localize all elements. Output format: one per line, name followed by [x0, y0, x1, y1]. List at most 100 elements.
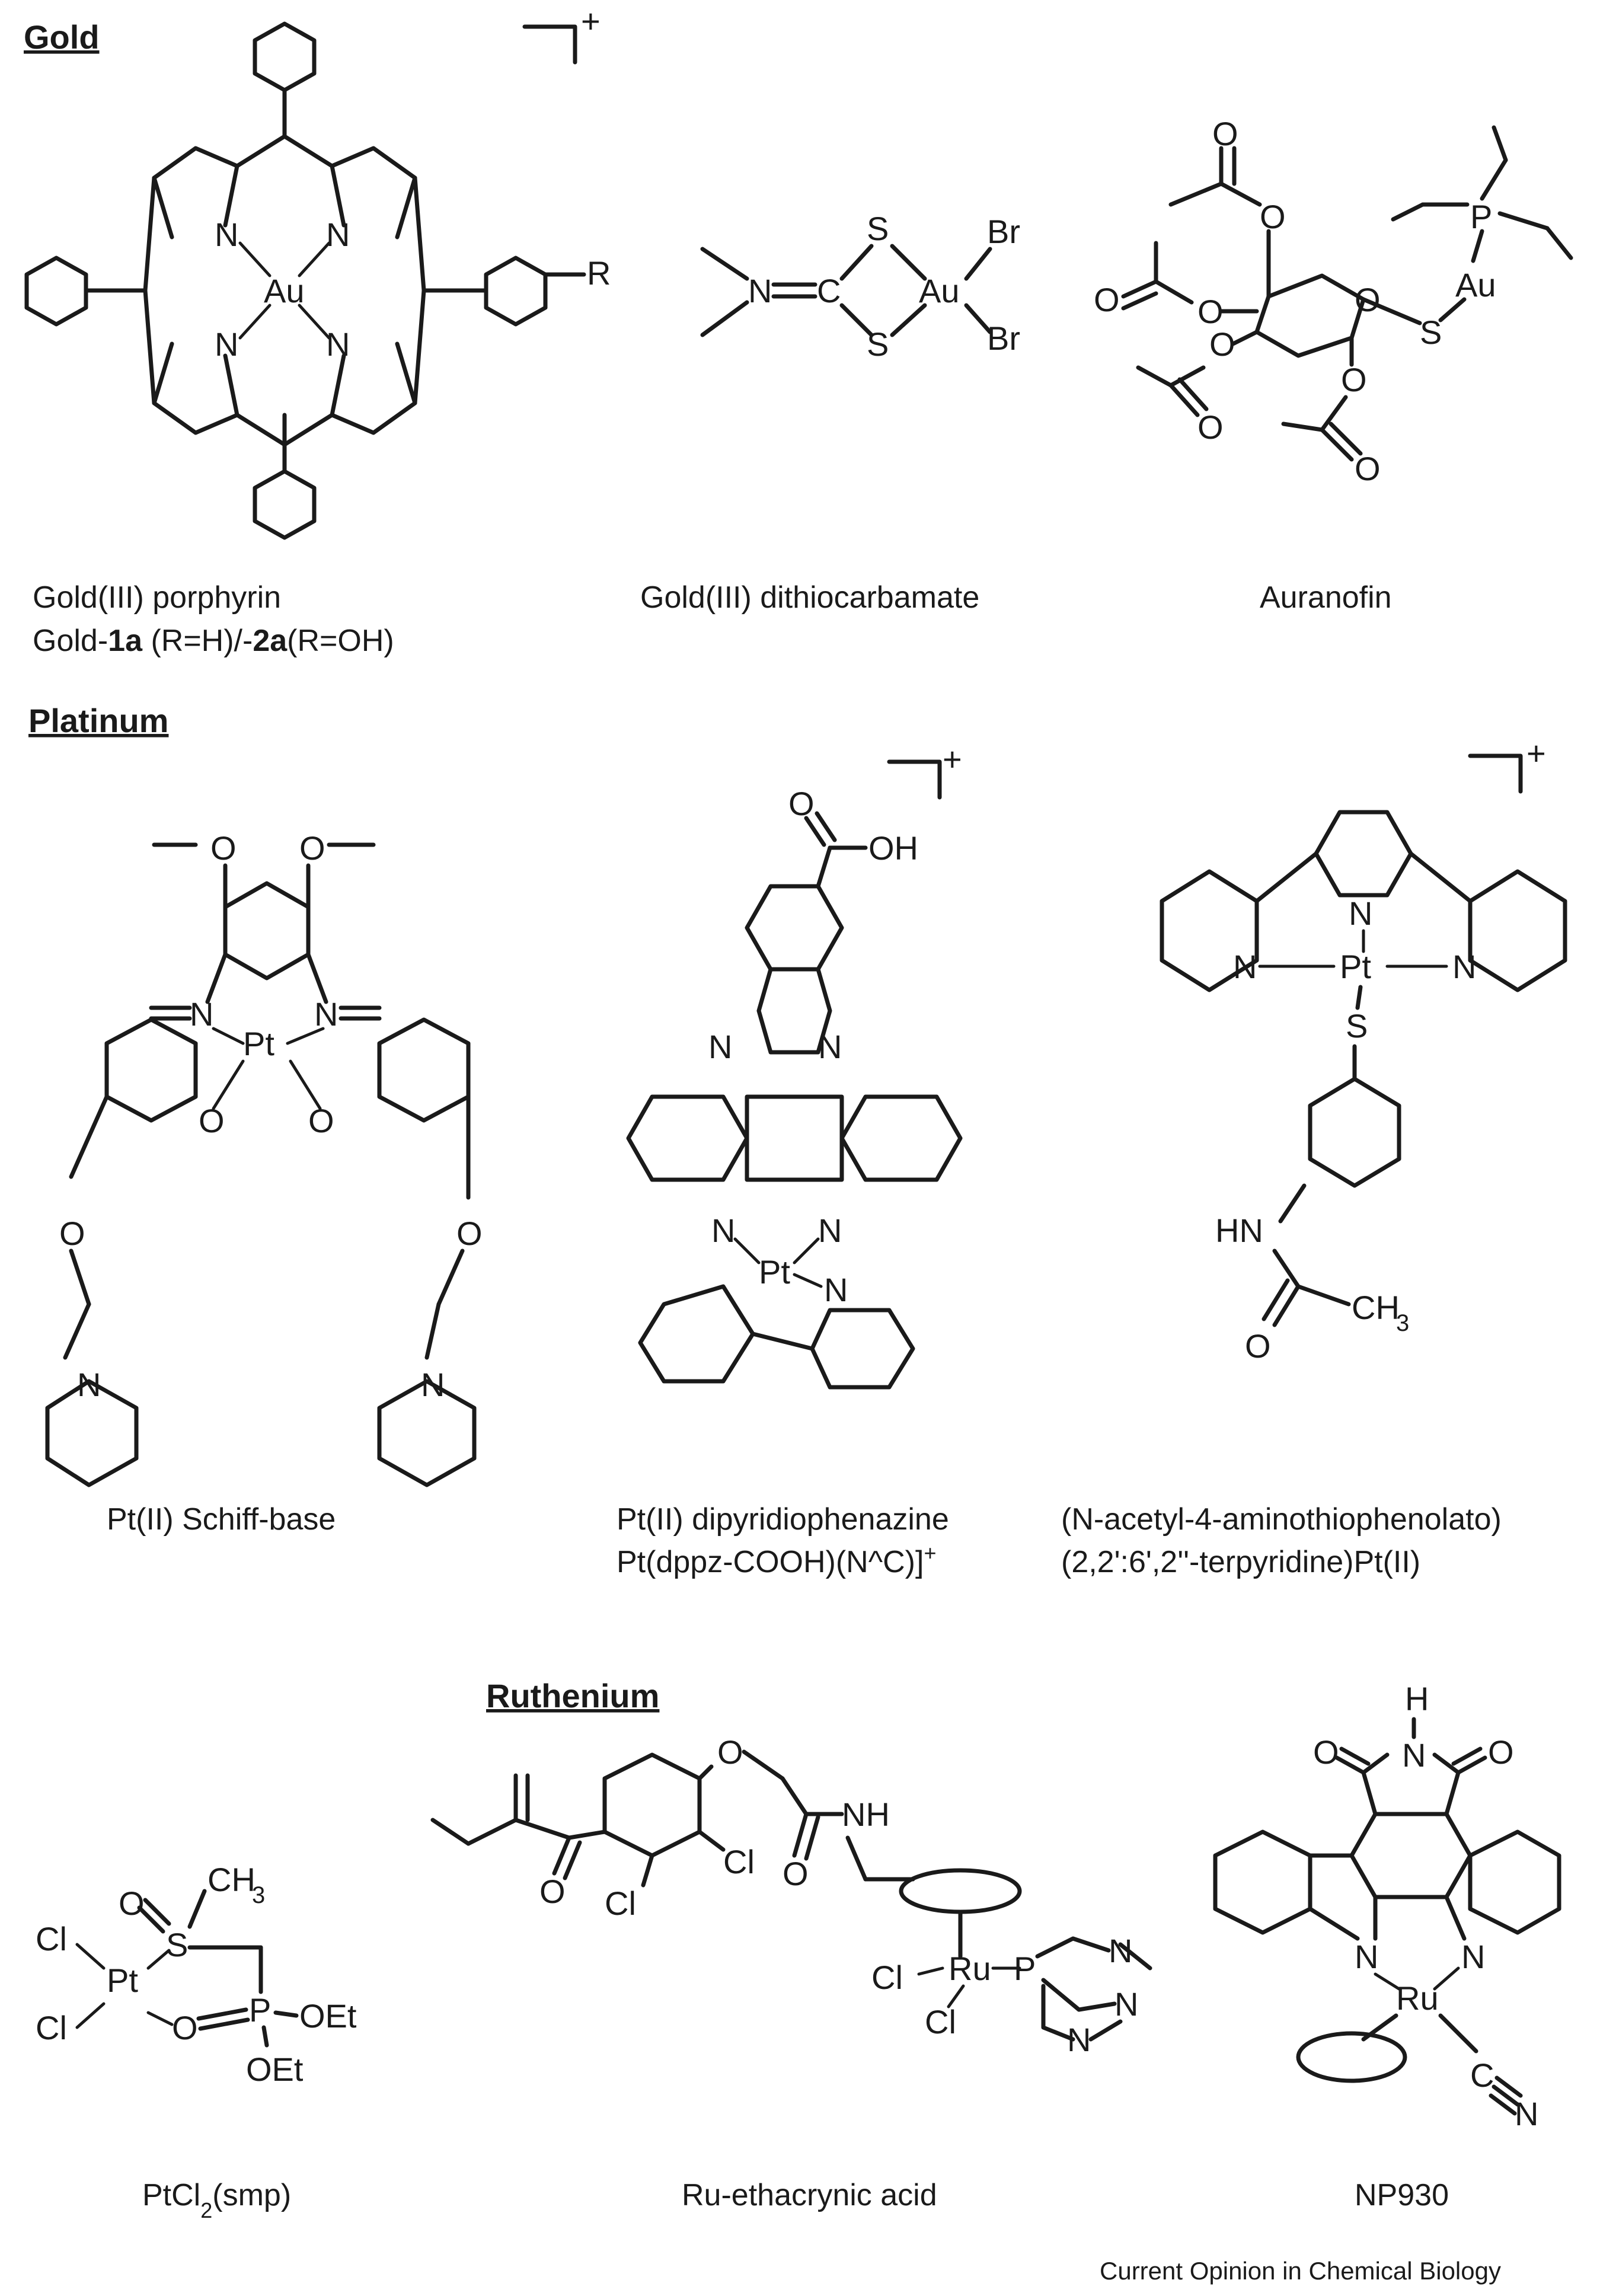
svg-text:Au: Au — [1455, 266, 1496, 304]
svg-text:N: N — [1233, 948, 1257, 985]
pt-terpy-sublabel: (2,2':6',2''-terpyridine)Pt(II) — [1061, 1545, 1420, 1579]
heading-gold: Gold — [24, 18, 100, 56]
svg-text:O: O — [1341, 361, 1367, 398]
svg-text:O: O — [788, 785, 815, 822]
auranofin-label: Auranofin — [1260, 580, 1392, 615]
svg-text:N: N — [824, 1271, 848, 1308]
svg-text:O: O — [1355, 450, 1381, 487]
svg-text:N: N — [1349, 895, 1372, 932]
svg-text:N: N — [1355, 1938, 1378, 1975]
pt-schiff-base-structure: O O N N Pt O O N O O N — [45, 829, 483, 1487]
auranofin-structure: O O O O O O O O O S Au — [1094, 115, 1573, 487]
svg-text:O: O — [1245, 1327, 1271, 1365]
svg-text:O: O — [783, 1855, 809, 1892]
svg-text:Pt: Pt — [759, 1253, 790, 1291]
svg-text:C: C — [1470, 2056, 1494, 2094]
svg-text:O: O — [59, 1215, 85, 1252]
svg-text:O: O — [1209, 325, 1235, 363]
svg-text:R: R — [587, 254, 611, 292]
svg-text:N: N — [818, 1028, 842, 1065]
svg-text:O: O — [1313, 1733, 1339, 1771]
svg-text:N: N — [748, 272, 772, 309]
svg-text:P: P — [1014, 1950, 1036, 1987]
gold-dithiocarbamate-structure: N C S S Au Br Br — [700, 210, 1020, 363]
svg-text:O: O — [172, 2009, 198, 2046]
svg-text:S: S — [1346, 1007, 1368, 1045]
svg-text:N: N — [818, 1212, 842, 1249]
pt-terpyridine-structure: + N N N Pt S HN CH 3 O — [1160, 735, 1567, 1365]
svg-text:Pt: Pt — [107, 1962, 138, 1999]
svg-text:Cl: Cl — [605, 1885, 636, 1922]
svg-text:HN: HN — [1215, 1212, 1263, 1249]
svg-text:O: O — [1197, 408, 1224, 446]
svg-text:O: O — [1488, 1733, 1514, 1771]
np930-structure: H N O O N N Ru C N — [1213, 1680, 1561, 2132]
svg-text:O: O — [717, 1733, 743, 1771]
pt-dppz-structure: + O OH N N N N Pt N — [626, 740, 963, 1390]
pt-terpy-label: (N-acetyl-4-aminothiophenolato) — [1061, 1502, 1502, 1537]
svg-text:Ru: Ru — [1396, 1979, 1439, 2017]
svg-text:S: S — [867, 325, 889, 363]
svg-text:N: N — [1452, 948, 1476, 985]
svg-text:+: + — [581, 2, 601, 40]
svg-text:Au: Au — [264, 272, 305, 309]
svg-text:S: S — [166, 1926, 188, 1963]
svg-text:O: O — [199, 1102, 225, 1139]
ru-ethacrynic-acid-structure: O O NH Cl Cl O Ru Cl Cl P — [430, 1733, 1152, 2058]
svg-text:S: S — [1420, 314, 1442, 351]
svg-text:Ru: Ru — [948, 1950, 991, 1987]
svg-text:P: P — [1470, 198, 1492, 235]
svg-text:O: O — [299, 829, 325, 867]
svg-text:N: N — [215, 216, 238, 253]
svg-text:P: P — [249, 1991, 271, 2029]
svg-text:Cl: Cl — [723, 1843, 755, 1880]
ptcl2-smp-label: PtCl2(smp) — [142, 2178, 291, 2222]
svg-text:O: O — [1260, 198, 1286, 235]
svg-text:N: N — [708, 1028, 732, 1065]
svg-text:OEt: OEt — [246, 2051, 304, 2088]
svg-text:Br: Br — [987, 213, 1020, 250]
svg-text:O: O — [456, 1215, 483, 1252]
heading-platinum: Platinum — [28, 702, 168, 739]
svg-text:O: O — [1094, 281, 1120, 318]
svg-text:Cl: Cl — [871, 1959, 903, 1996]
ru-ethacrynic-label: Ru-ethacrynic acid — [682, 2178, 937, 2212]
svg-text:CH: CH — [1352, 1289, 1400, 1326]
svg-text:O: O — [119, 1885, 145, 1922]
svg-text:3: 3 — [1396, 1310, 1409, 1336]
svg-text:N: N — [314, 995, 338, 1033]
pt-schiff-base-label: Pt(II) Schiff-base — [107, 1502, 336, 1537]
svg-text:N: N — [326, 325, 350, 363]
pt-dppz-label: Pt(II) dipyridiophenazine — [617, 1502, 949, 1537]
svg-text:Cl: Cl — [925, 2003, 956, 2040]
ptcl2-smp-structure: Pt Cl Cl S O CH 3 P O OEt OEt — [36, 1861, 357, 2088]
svg-text:Cl: Cl — [36, 2009, 67, 2046]
svg-text:N: N — [1402, 1736, 1426, 1774]
svg-text:OH: OH — [868, 829, 918, 867]
svg-text:+: + — [943, 740, 962, 778]
heading-ruthenium: Ruthenium — [486, 1677, 659, 1714]
svg-text:NH: NH — [842, 1796, 890, 1833]
svg-text:O: O — [539, 1873, 566, 1910]
svg-text:N: N — [190, 995, 213, 1033]
svg-text:N: N — [326, 216, 350, 253]
svg-text:Cl: Cl — [36, 1920, 67, 1957]
svg-text:OEt: OEt — [299, 1997, 357, 2035]
svg-text:N: N — [1067, 2021, 1091, 2058]
svg-text:O: O — [1212, 115, 1238, 152]
svg-text:N: N — [1515, 2095, 1538, 2132]
svg-text:Br: Br — [987, 320, 1020, 357]
gold-porphyrin-structure: + R N N N N Au — [24, 2, 611, 540]
svg-text:Au: Au — [919, 272, 960, 309]
svg-text:N: N — [215, 325, 238, 363]
svg-text:+: + — [1526, 735, 1546, 772]
svg-text:CH: CH — [207, 1861, 256, 1898]
svg-text:H: H — [1405, 1680, 1429, 1717]
np930-label: NP930 — [1355, 2178, 1449, 2212]
gold-porphyrin-label: Gold(III) porphyrin — [33, 580, 281, 615]
gold-dtc-label: Gold(III) dithiocarbamate — [640, 580, 979, 615]
pt-dppz-sublabel: Pt(dppz-COOH)(N^C)]+ — [617, 1541, 936, 1580]
svg-text:O: O — [1197, 293, 1224, 330]
svg-text:Pt: Pt — [243, 1025, 274, 1062]
